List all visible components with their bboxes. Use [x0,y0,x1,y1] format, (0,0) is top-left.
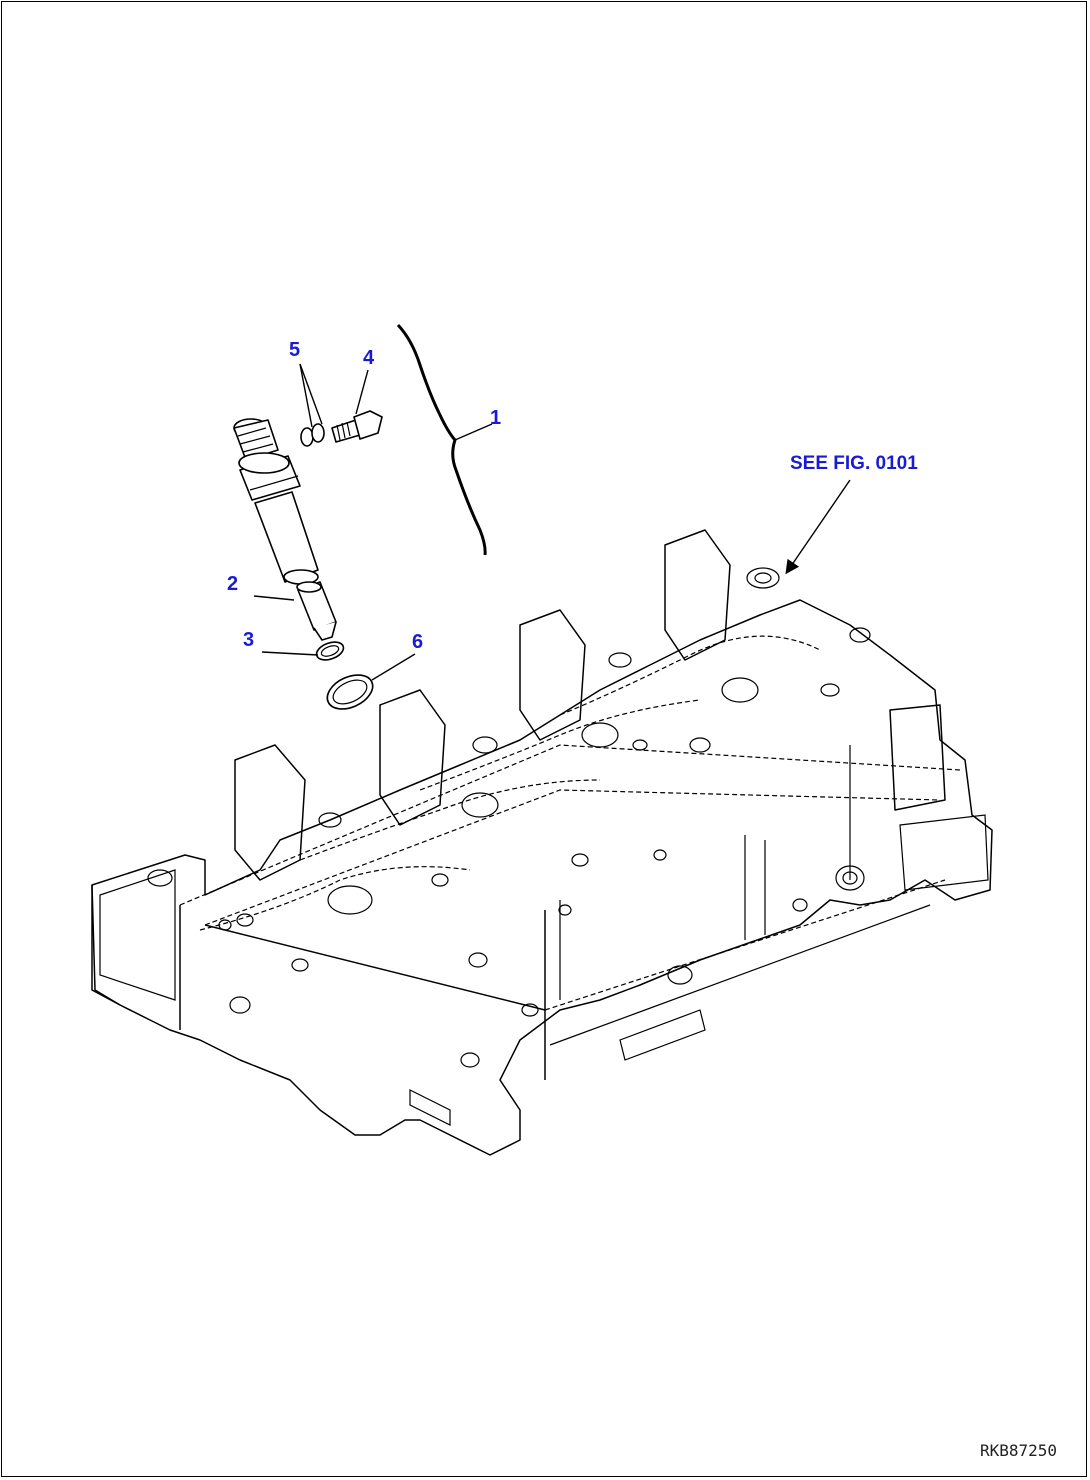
callout-2: 2 [227,573,238,595]
callout-6: 6 [412,631,423,653]
callout-3: 3 [243,629,254,651]
callout-4: 4 [363,347,375,369]
o-ring [315,641,345,661]
washer [300,423,325,447]
bolt [331,410,383,443]
injector-holder [233,418,319,585]
nozzle-tip [296,581,337,641]
seal-ring [326,674,374,710]
callout-5: 5 [289,339,300,361]
leader-lines [253,363,851,681]
cylinder-head [91,529,993,1156]
drawing-code: RKB87250 [980,1441,1057,1460]
callout-1: 1 [490,407,501,429]
reference-label: SEE FIG. 0101 [790,453,918,474]
leak-off-hose [396,323,487,556]
